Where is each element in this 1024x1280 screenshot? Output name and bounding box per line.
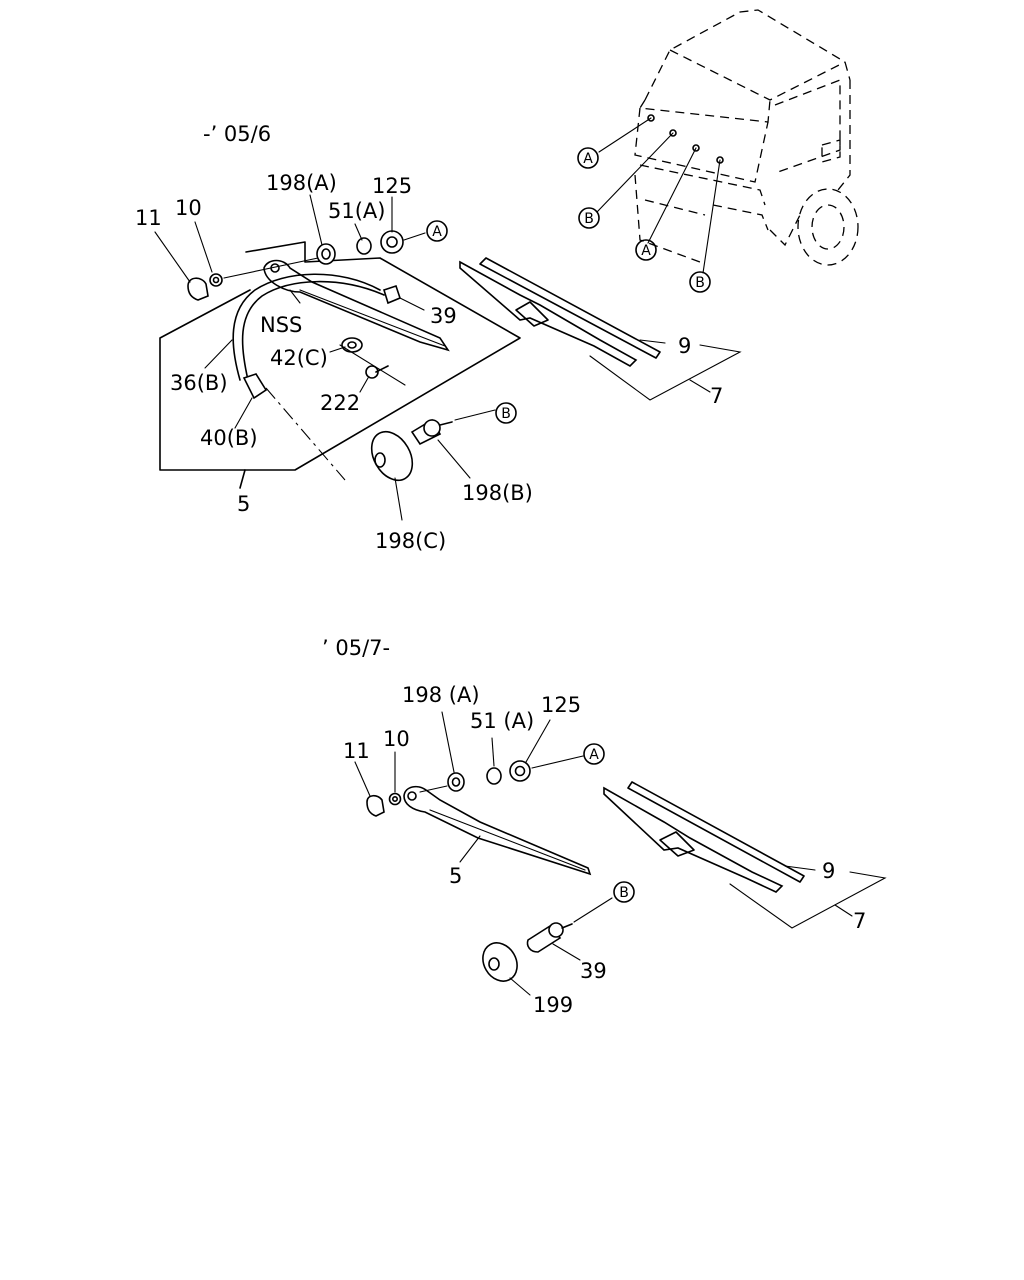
bushing-198a-top (316, 243, 336, 265)
label-7-top: 7 (710, 384, 723, 408)
washer-51a-bottom (486, 767, 502, 785)
label-10-bottom: 10 (383, 727, 410, 751)
ref-circle-a-bottom: A (583, 743, 605, 765)
label-10-top: 10 (175, 196, 202, 220)
nozzle-dot-b1 (669, 129, 677, 137)
ref-circle-a-cab1: A (577, 147, 599, 169)
ref-circle-b-bottom: B (613, 881, 635, 903)
svg-text:A: A (583, 151, 593, 167)
label-36b: 36(B) (170, 371, 228, 395)
ref-circle-a-top: A (426, 220, 448, 242)
ref-circle-a-cab2: A (635, 239, 657, 261)
nut-125-top (380, 230, 404, 254)
hose-clip-39-top (383, 284, 401, 305)
ref-circle-b-cab1: B (578, 207, 600, 229)
washer-hose-36b (232, 273, 381, 381)
bottom-section-date-label: ’ 05/7- (322, 636, 390, 660)
label-11-top: 11 (135, 206, 162, 230)
label-51a-bottom: 51 (A) (470, 709, 534, 733)
svg-text:B: B (619, 885, 629, 901)
bushing-198a-bottom (447, 772, 465, 792)
label-222: 222 (320, 391, 360, 415)
nut-10-top (209, 273, 223, 287)
blade-group-outline-bottom (729, 871, 887, 929)
ref-circle-b-top: B (495, 402, 517, 424)
ref-circle-b-cab2: B (689, 271, 711, 293)
svg-text:A: A (432, 224, 442, 240)
nut-10-bottom (388, 792, 402, 806)
label-40b: 40(B) (200, 426, 258, 450)
label-9-top: 9 (678, 334, 691, 358)
label-39-bottom: 39 (580, 959, 607, 983)
washer-nozzle-198b (410, 418, 453, 446)
label-9-bottom: 9 (822, 859, 835, 883)
label-nss: NSS (260, 313, 302, 337)
centerline-to-198c (265, 387, 346, 481)
cap-198c (370, 430, 414, 482)
label-125-top: 125 (372, 174, 412, 198)
leader-lines-top (154, 194, 666, 429)
label-199: 199 (533, 993, 573, 1017)
svg-text:A: A (641, 243, 651, 259)
wiper-blade-bottom (603, 781, 805, 893)
svg-text:B: B (695, 275, 705, 291)
label-42c: 42(C) (270, 346, 328, 370)
hose-joint-40b (242, 373, 268, 400)
top-section-date-label: -’ 05/6 (203, 122, 271, 146)
blade-group-outline-top (589, 344, 742, 401)
washer-hose-36b-inner (241, 280, 385, 381)
svg-text:B: B (584, 211, 594, 227)
wiper-blade-top (459, 257, 661, 367)
label-198a-top: 198(A) (266, 171, 337, 195)
label-7-bottom: 7 (853, 909, 866, 933)
leader-lines-bottom (354, 711, 816, 871)
cap-199 (482, 942, 518, 982)
group-5-outline (159, 241, 521, 471)
screw-222 (365, 365, 389, 379)
label-198c: 198(C) (375, 529, 446, 553)
grommet-42c (341, 337, 363, 353)
svg-text:B: B (501, 406, 511, 422)
label-198a-bottom: 198 (A) (402, 683, 480, 707)
cap-11-bottom (366, 794, 385, 817)
label-198b: 198(B) (462, 481, 533, 505)
cap-11-top (187, 277, 209, 301)
washer-nozzle-39-bottom (526, 922, 573, 953)
washer-51a-top (356, 237, 372, 255)
label-51a-top: 51(A) (328, 199, 385, 223)
label-39-top: 39 (430, 304, 457, 328)
label-5-top: 5 (237, 492, 250, 516)
wiper-arm-top (263, 259, 450, 352)
label-125-bottom: 125 (541, 693, 581, 717)
label-5-bottom: 5 (449, 864, 462, 888)
truck-cab-illustration (634, 9, 859, 266)
nut-125-bottom (509, 760, 531, 782)
label-11-bottom: 11 (343, 739, 370, 763)
nozzle-dot-a2 (692, 144, 700, 152)
nozzle-location-markers (596, 114, 724, 274)
wiper-arm-bottom (403, 785, 592, 876)
nozzle-dot-a1 (647, 114, 655, 122)
svg-text:A: A (589, 747, 599, 763)
